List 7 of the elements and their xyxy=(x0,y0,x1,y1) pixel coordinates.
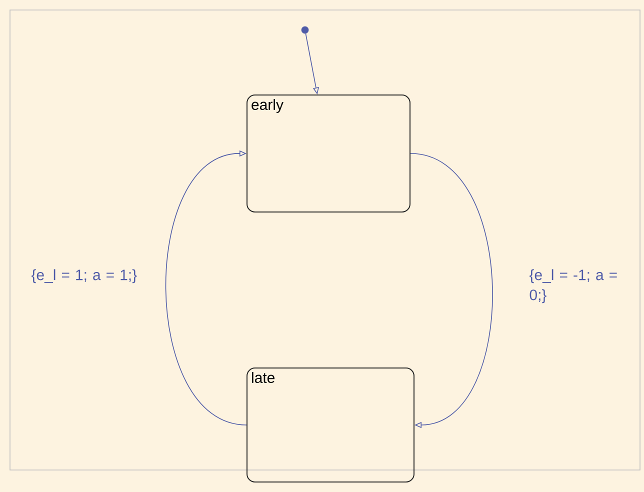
transition-arrow xyxy=(410,153,493,428)
transition-label: {e_l = -1; a = 0;} xyxy=(529,269,617,304)
state-box: late xyxy=(246,368,414,482)
transition-arrow xyxy=(165,150,247,426)
transition-label: {e_l = 1; a = 1;} xyxy=(31,269,137,284)
default-transition-dot xyxy=(301,26,309,34)
state-box: early xyxy=(246,94,410,212)
